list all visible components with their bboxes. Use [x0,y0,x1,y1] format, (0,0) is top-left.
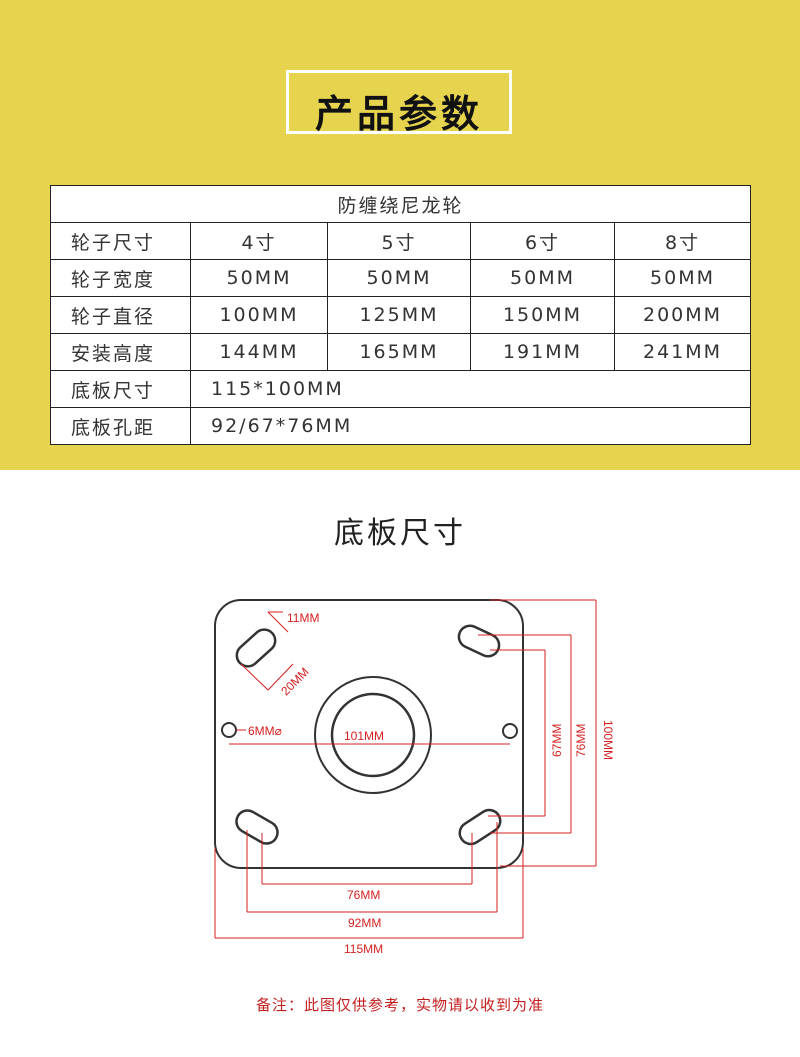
table-cell: 50MM [470,259,615,297]
row-label: 底板孔距 [50,407,191,445]
table-cell: 50MM [613,259,752,297]
table-row: 轮子尺寸 4寸 5寸 6寸 8寸 [50,222,752,260]
table-cell: 125MM [327,296,471,334]
table-cell: 115*100MM [189,370,752,408]
plate-outline [214,599,524,869]
table-cell: 150MM [470,296,615,334]
table-cell: 4寸 [190,222,328,260]
slot-top-left [235,628,277,668]
section-title: 底板尺寸 [334,516,466,551]
table-cell: 50MM [327,259,471,297]
table-cell: 8寸 [613,222,752,260]
dim-100-label: 100MM [601,720,615,760]
table-cell: 144MM [190,333,328,371]
hole-diameter-label: 6MM⌀ [248,724,282,738]
table-cell: 200MM [613,296,752,334]
dim-92-label: 92MM [348,916,381,930]
table-cell: 241MM [613,333,752,371]
table-cell: 92/67*76MM [189,407,752,445]
table-row: 轮子宽度 50MM 50MM 50MM 50MM [50,259,752,297]
plate-dimension-diagram: 11MM 20MM 6MM⌀ 101MM 67MM 76MM 100MM 76M… [214,599,615,956]
dim-76-vertical-label: 76MM [574,724,588,757]
slot-length-label: 20MM [278,665,311,698]
row-label: 轮子宽度 [50,259,191,297]
hole-left [221,722,237,738]
table-caption: 防缠绕尼龙轮 [49,185,752,223]
slot-top-right [457,624,501,658]
dim-76-horizontal-label: 76MM [347,888,380,902]
slot-width-label: 11MM [287,611,319,625]
slot-bottom-right [458,808,502,846]
center-outer-ring [314,676,432,794]
parameters-banner: 产品参数 防缠绕尼龙轮 轮子尺寸 4寸 5寸 6寸 8寸 轮子宽度 50MM 5… [0,0,800,470]
page-title: 产品参数 [314,92,483,136]
row-label: 轮子直径 [50,296,191,334]
table-cell: 5寸 [327,222,471,260]
title-frame: 产品参数 [286,70,512,136]
slot-bottom-left [235,809,279,845]
table-row: 安装高度 144MM 165MM 191MM 241MM [50,333,752,371]
table-row: 底板孔距 92/67*76MM [50,407,752,445]
disclaimer-note: 备注：此图仅供参考，实物请以收到为准 [255,996,544,1014]
row-label: 轮子尺寸 [50,222,191,260]
table-cell: 100MM [190,296,328,334]
hole-right [502,723,518,739]
center-inner-ring [330,692,416,778]
center-diameter-label: 101MM [344,729,384,743]
dim-115-label: 115MM [344,942,383,956]
table-row: 轮子直径 100MM 125MM 150MM 200MM [50,296,752,334]
dim-67-label: 67MM [550,724,564,757]
table-cell: 6寸 [470,222,615,260]
row-label: 底板尺寸 [50,370,191,408]
table-cell: 165MM [327,333,471,371]
row-label: 安装高度 [50,333,191,371]
spec-table: 防缠绕尼龙轮 轮子尺寸 4寸 5寸 6寸 8寸 轮子宽度 50MM 50MM 5… [49,185,752,445]
table-caption-row: 防缠绕尼龙轮 [49,185,752,223]
table-cell: 191MM [470,333,615,371]
table-cell: 50MM [190,259,328,297]
table-row: 底板尺寸 115*100MM [50,370,752,408]
